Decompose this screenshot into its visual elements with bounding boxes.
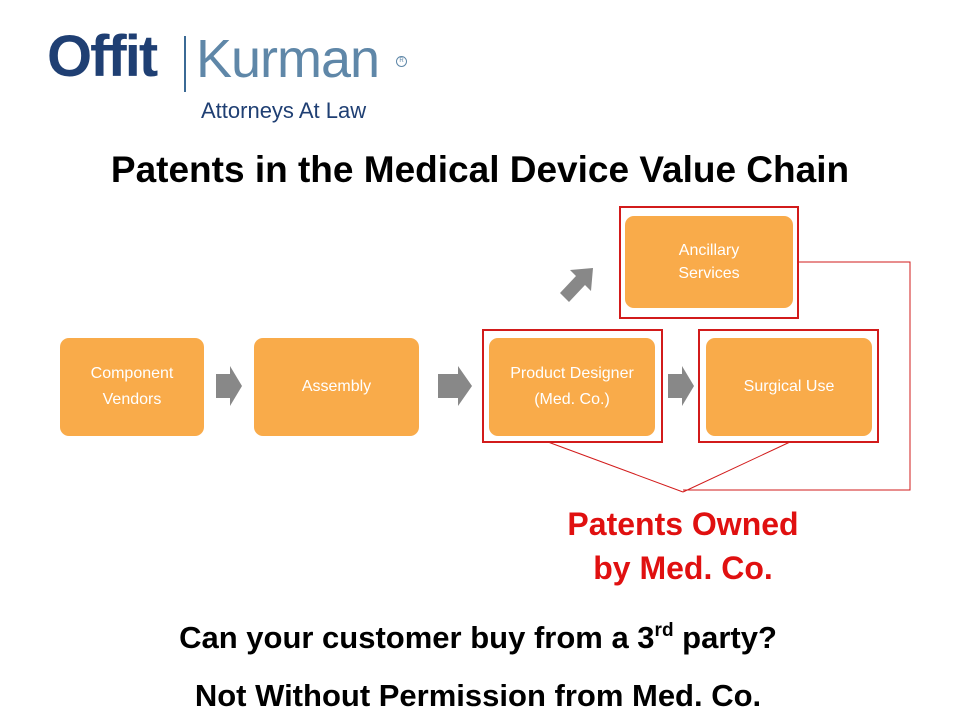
callout-line-designer [547, 441, 684, 493]
callout-line-1: Patents Owned [567, 506, 799, 542]
node-label: Component [90, 365, 174, 382]
question-suffix: party? [673, 620, 777, 655]
registered-mark-icon: R [396, 56, 407, 67]
node-label: Surgical Use [743, 378, 835, 395]
callout-line-2: by Med. Co. [593, 550, 773, 586]
arrow-icon-3 [668, 366, 694, 406]
node-label: Ancillary [678, 242, 740, 259]
node-label: (Med. Co.) [534, 391, 610, 408]
patents-owned-callout: Patents Owned by Med. Co. [500, 502, 866, 590]
node-product-designer: Product Designer (Med. Co.) [489, 338, 655, 436]
node-assembly: Assembly [254, 338, 419, 436]
node-surgical-use: Surgical Use [706, 338, 872, 436]
question-text: Can your customer buy from a 3rd party? [0, 618, 956, 663]
highlight-designer [482, 329, 663, 443]
slide-title: Patents in the Medical Device Value Chai… [110, 149, 850, 190]
arrow-diagonal-icon [560, 268, 593, 302]
logo-divider [184, 36, 186, 92]
node-label: Services [678, 265, 740, 282]
node-label: Assembly [301, 378, 372, 395]
question-prefix: Can your customer buy from a 3 [179, 620, 655, 655]
highlight-ancillary [619, 206, 799, 319]
logo-tagline: Attorneys At Law [201, 98, 367, 123]
node-ancillary-services: Ancillary Services [625, 216, 793, 308]
question-superscript: rd [654, 620, 674, 641]
arrow-icon-2 [438, 366, 472, 406]
logo-offit: Offit [47, 24, 158, 89]
callout-line-ancillary [683, 261, 911, 491]
node-component-vendors: Component Vendors [60, 338, 204, 436]
node-label: Product Designer [510, 365, 634, 382]
callout-line-surgical [682, 441, 791, 493]
logo-kurman: Kurman [196, 29, 380, 89]
node-label: Vendors [102, 391, 162, 408]
highlight-surgical [698, 329, 879, 443]
answer-text: Not Without Permission from Med. Co. [194, 678, 762, 713]
arrow-icon-1 [216, 366, 242, 406]
